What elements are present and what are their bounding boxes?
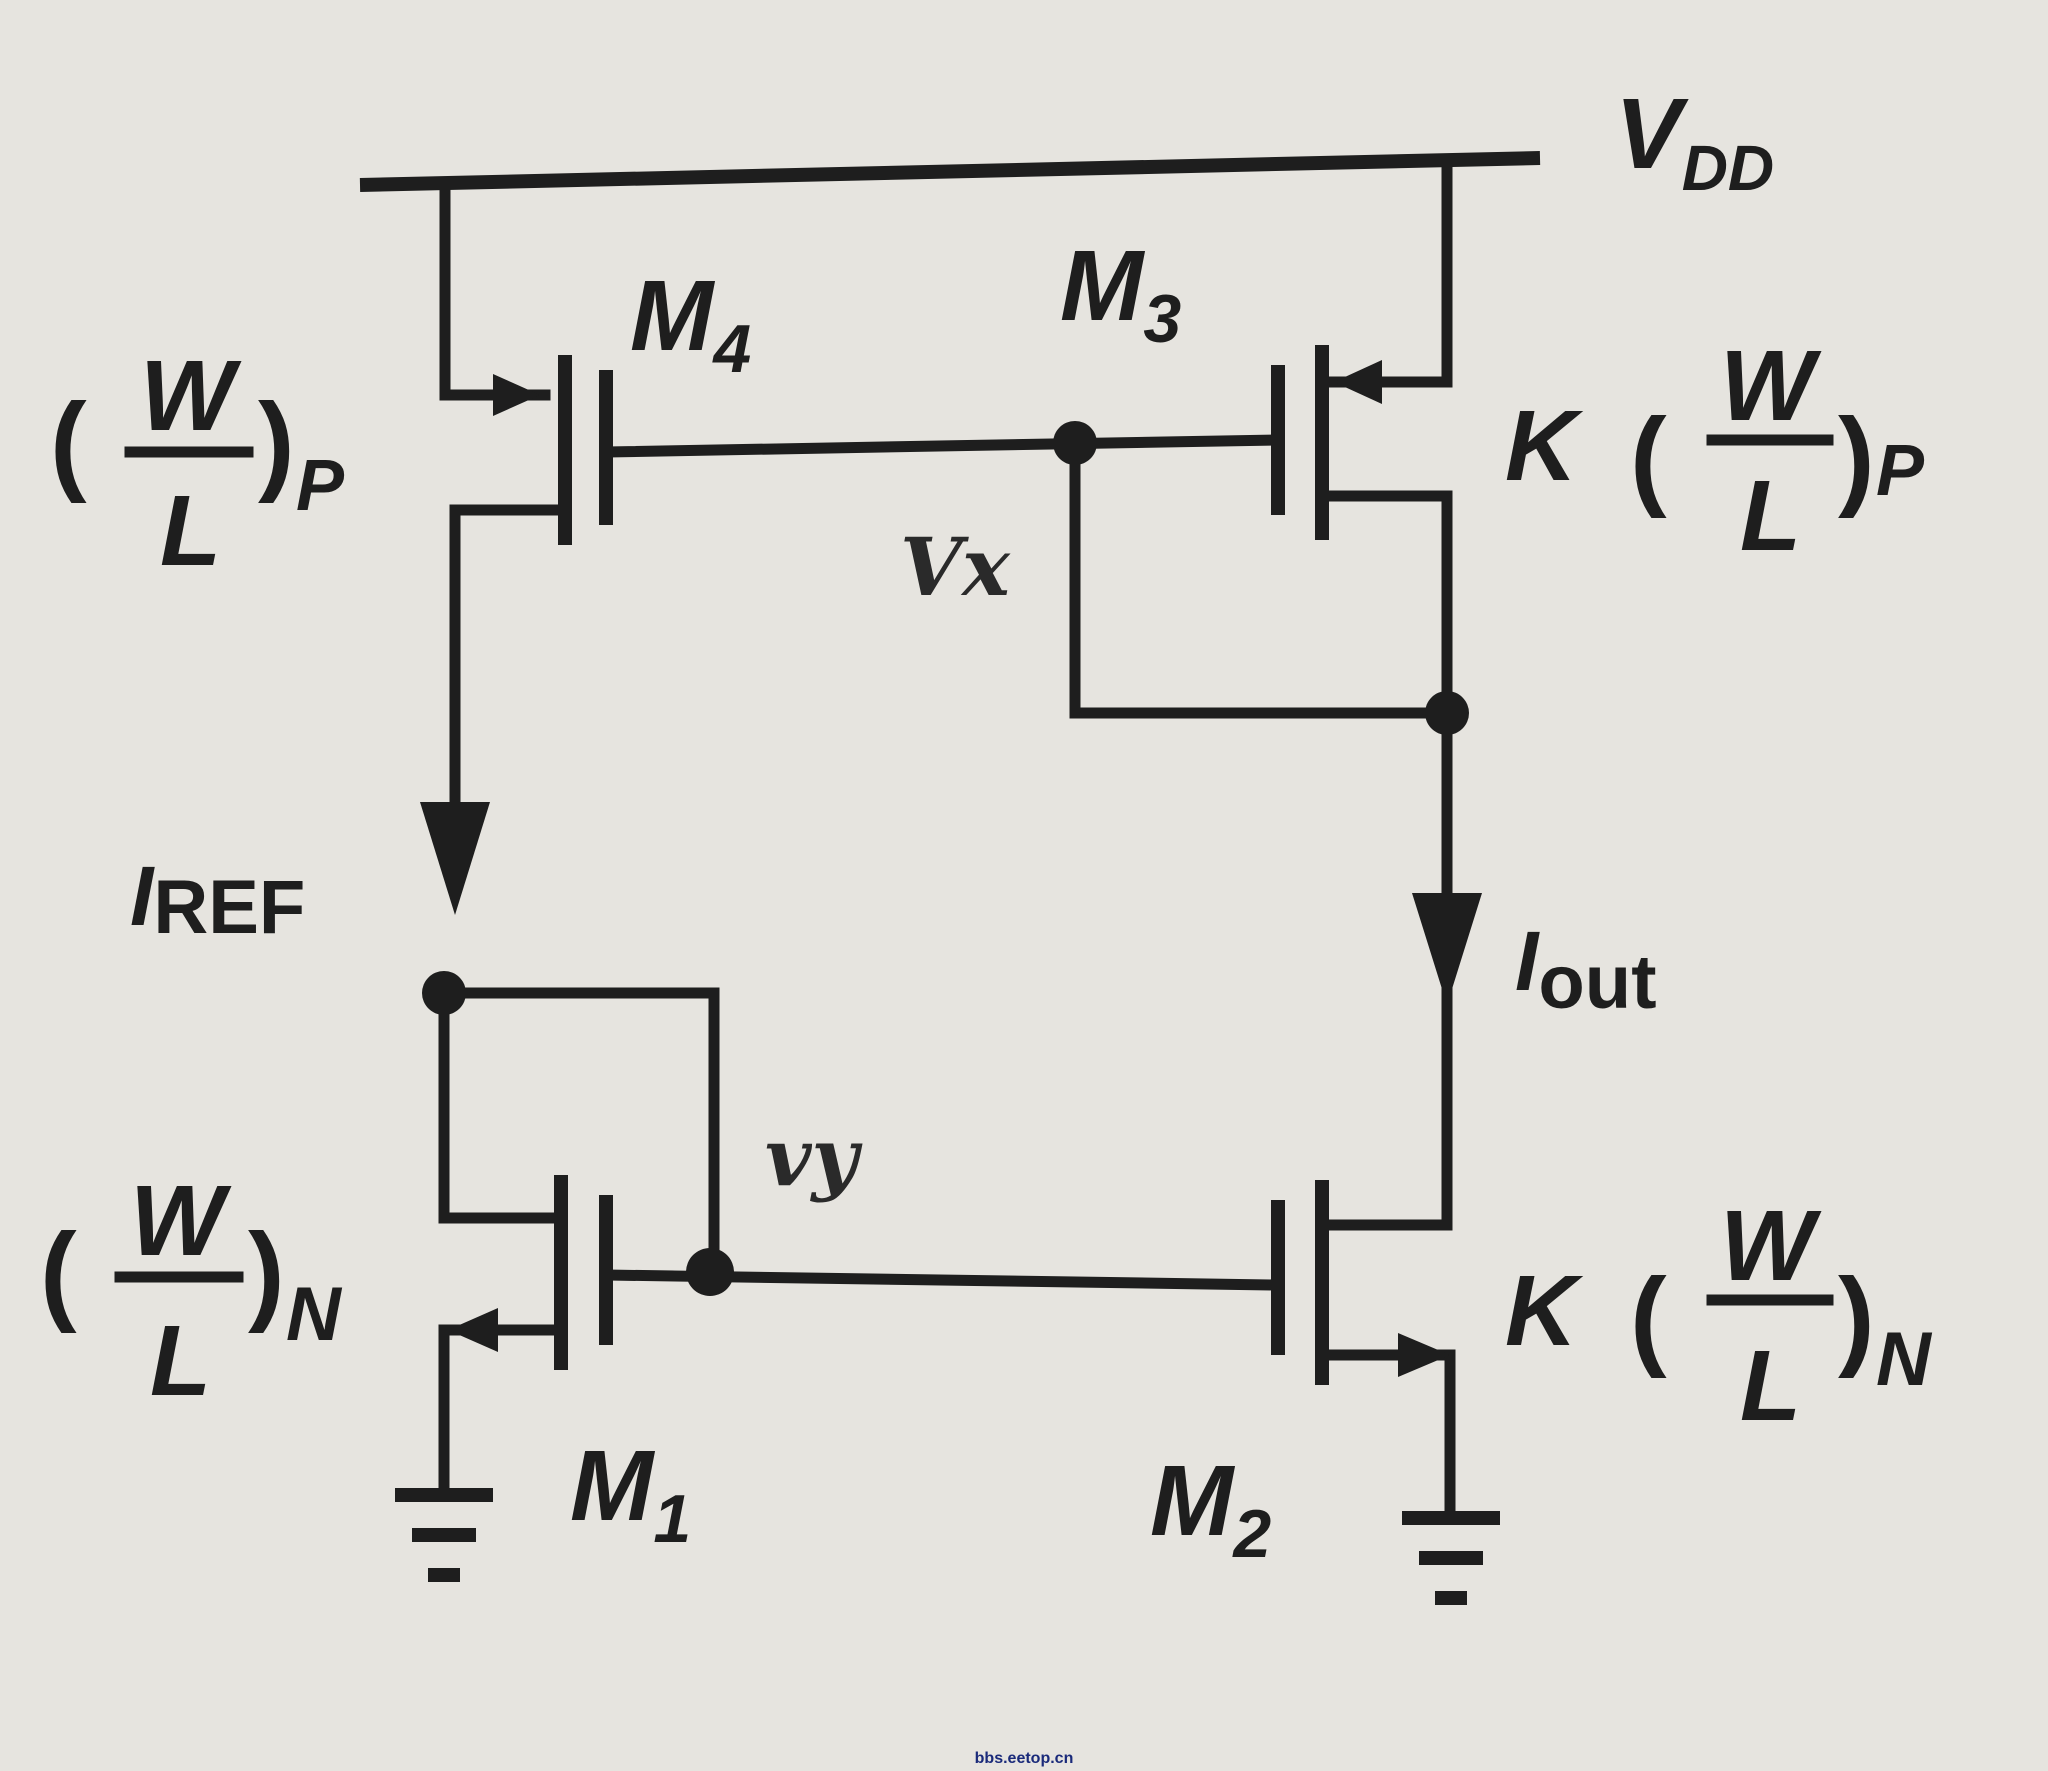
- size-m3-sub: P: [1876, 431, 1925, 511]
- size-label-m3: K ( W L ) P: [1505, 330, 1925, 572]
- iout-arrow: [1412, 893, 1482, 1005]
- transistor-m1: [438, 987, 720, 1496]
- size-m1-sub: N: [286, 1272, 343, 1357]
- m1-diode-wire: [438, 987, 720, 1281]
- transistor-m2: [1271, 1180, 1456, 1516]
- m3-source-arrow: [1334, 360, 1382, 404]
- pmos-gate-wire: [600, 434, 1281, 458]
- watermark: bbs.eetop.cn: [975, 1750, 1074, 1767]
- m3-label: M3: [1060, 230, 1181, 357]
- size-m3-k: K: [1505, 390, 1584, 502]
- m1-label: M1: [570, 1430, 691, 1557]
- iout-label: Iout: [1515, 914, 1657, 1025]
- size-m2-l: L: [1740, 1330, 1801, 1442]
- size-m2-close-paren: ): [1838, 1256, 1875, 1379]
- m3-source-wire: [1324, 154, 1453, 388]
- node-m3-drain: [1425, 691, 1469, 735]
- node-vy: [686, 1248, 734, 1296]
- ground-m2: [1402, 1511, 1500, 1605]
- size-m2-k: K: [1505, 1255, 1584, 1367]
- size-m3-l: L: [1740, 460, 1801, 572]
- size-m2-w: W: [1720, 1190, 1822, 1302]
- m4-source-arrow: [493, 374, 540, 416]
- transistor-m3: [1271, 154, 1453, 1231]
- ground-m1: [395, 1488, 493, 1582]
- size-m3-open-paren: (: [1630, 396, 1667, 519]
- vdd-rail: [359, 151, 1541, 192]
- size-m1-l: L: [150, 1305, 211, 1417]
- size-m4-open-paren: (: [50, 381, 87, 504]
- m4-drain-wire: [449, 504, 566, 811]
- m2-source-wire: [1324, 1349, 1456, 1516]
- m2-source-arrow: [1398, 1333, 1450, 1377]
- size-m3-close-paren: ): [1838, 396, 1875, 519]
- size-label-m2: K ( W L ) N: [1505, 1190, 1933, 1442]
- size-m1-w: W: [130, 1165, 232, 1277]
- m4-source-wire: [439, 176, 551, 401]
- iref-label: IREF: [130, 849, 305, 950]
- size-m2-open-paren: (: [1630, 1256, 1667, 1379]
- size-label-m1: ( W L ) N: [40, 1165, 343, 1417]
- size-m3-w: W: [1720, 330, 1822, 442]
- size-m4-sub: P: [296, 446, 345, 526]
- vx-annotation: Vx: [900, 520, 1011, 614]
- size-m1-open-paren: (: [40, 1211, 77, 1334]
- m1-source-arrow: [448, 1308, 498, 1352]
- m1-drain-wire: [438, 987, 561, 1224]
- size-m4-l: L: [160, 475, 221, 587]
- m2-label: M2: [1150, 1445, 1271, 1572]
- size-m2-sub: N: [1876, 1317, 1933, 1402]
- m4-label: M4: [630, 260, 751, 387]
- vy-annotation: vy: [765, 1110, 863, 1204]
- size-label-m4: ( W L ) P: [50, 340, 345, 587]
- transistor-m4: [439, 176, 613, 811]
- size-m4-w: W: [140, 340, 242, 452]
- size-m4-close-paren: ): [258, 381, 295, 504]
- size-m1-close-paren: ): [248, 1211, 285, 1334]
- m3-drain-wire: [1321, 490, 1453, 1231]
- m1-source-wire: [438, 1324, 561, 1496]
- m3-diode-wire: [1069, 437, 1453, 719]
- iref-arrow: [420, 802, 490, 915]
- vdd-label: VDD: [1615, 78, 1774, 204]
